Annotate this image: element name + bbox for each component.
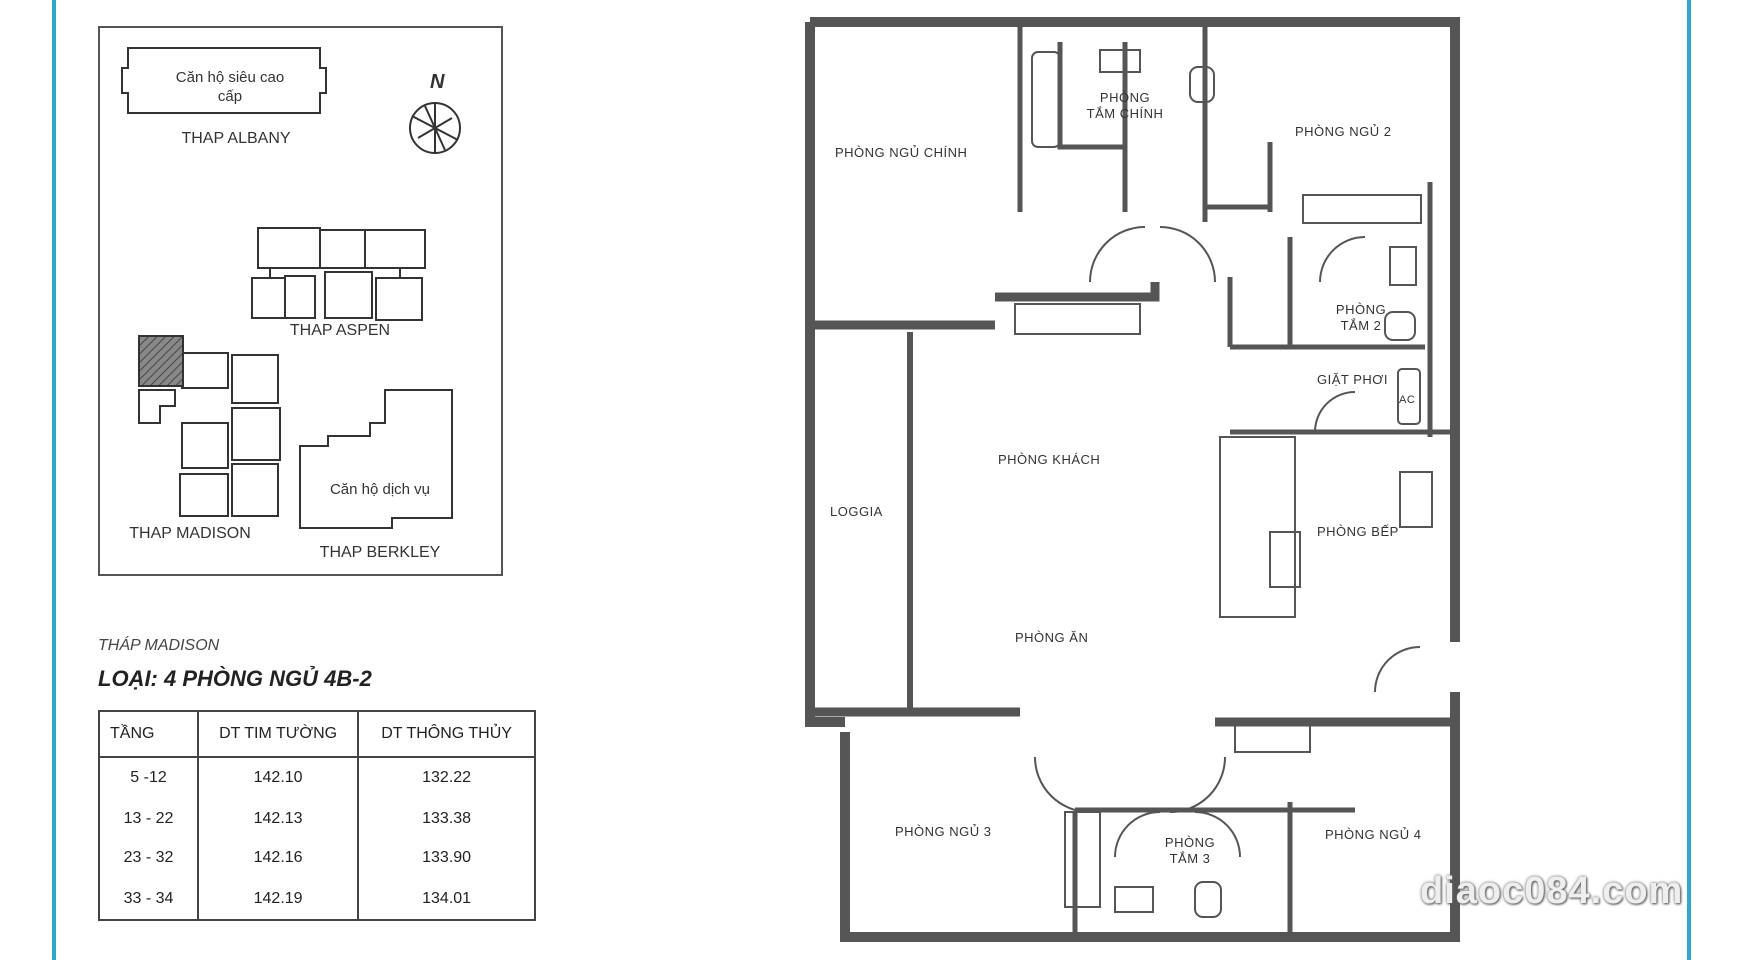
room-ac: AC: [1399, 394, 1416, 406]
room-living: PHÒNG KHÁCH: [998, 452, 1101, 467]
building-name: THÁP MADISON: [98, 637, 220, 654]
floor-plan: PHÒNG NGỦ CHÍNH PHÒNG TẮM CHÍNH PHÒNG NG…: [795, 12, 1475, 947]
frame-border-right: [1687, 0, 1691, 960]
cell-net: 133.38: [422, 809, 472, 827]
berkley-outline: [299, 389, 453, 529]
room-bedroom-4: PHÒNG NGỦ 4: [1325, 827, 1422, 842]
wardrobe: [1302, 194, 1422, 224]
albany-description: Căn hộ siêu cao cấp: [175, 69, 285, 105]
key-plan-drawing: [121, 47, 461, 529]
header-gross-area: DT TIM TƯỜNG: [198, 711, 360, 758]
cell-gross: 142.10: [198, 757, 360, 799]
room-kitchen: PHÒNG BẾP: [1317, 524, 1399, 539]
sink: [1389, 246, 1417, 286]
room-laundry: GIẶT PHƠI: [1317, 372, 1389, 387]
berkley-description: Căn hộ dịch vụ: [329, 481, 431, 498]
cell-gross: 142.19: [198, 878, 360, 920]
room-master-bath: PHÒNG TẮM CHÍNH: [1086, 90, 1164, 121]
table-row: 13 - 22 142.13 133.38: [99, 798, 535, 839]
room-bedroom-3: PHÒNG NGỦ 3: [895, 824, 992, 839]
room-loggia: LOGGIA: [830, 504, 883, 519]
room-bath-3: PHÒNG TẮM 3: [1164, 835, 1216, 866]
toilet: [1194, 881, 1222, 918]
unit-location-marker: [138, 335, 184, 387]
table-row: 5 -12 142.10 132.22: [99, 757, 535, 799]
sink: [1099, 49, 1141, 73]
madison-outline: [179, 352, 281, 517]
header-floor: TẦNG: [99, 711, 199, 758]
floor-plan-drawing: [805, 17, 1460, 942]
cell-gross: 142.13: [198, 798, 360, 839]
key-plan: Căn hộ siêu cao cấp THAP ALBANY N THAP A…: [98, 26, 503, 576]
room-master-bedroom: PHÒNG NGỦ CHÍNH: [835, 145, 968, 160]
interior-wall: [810, 707, 1455, 727]
table-row: 23 - 32 142.16 133.90: [99, 838, 535, 879]
header-net-area: DT THÔNG THỦY: [358, 711, 535, 758]
madison-label: THAP MADISON: [129, 525, 251, 542]
cooktop: [1399, 471, 1433, 528]
wardrobe: [1064, 811, 1101, 908]
kitchen-island: [1219, 436, 1296, 618]
door-arc: [1034, 226, 1421, 858]
room-bath-2: PHÒNG TẮM 2: [1335, 302, 1387, 333]
albany-outline: [121, 47, 327, 114]
ac-unit: [1397, 368, 1421, 425]
albany-label: THAP ALBANY: [181, 130, 291, 147]
wardrobe: [1014, 303, 1141, 335]
cell-net: 133.90: [422, 849, 472, 867]
interior-wall: [1227, 182, 1455, 437]
toilet: [1384, 311, 1416, 341]
cell-net: 132.22: [422, 769, 472, 787]
watermark: diaoc084.com: [1420, 870, 1684, 912]
cell-gross: 142.16: [198, 838, 360, 879]
exterior-wall: [805, 17, 1460, 942]
compass-label: N: [430, 71, 445, 93]
table-header-row: TẦNG DT TIM TƯỜNG DT THÔNG THỦY: [99, 711, 535, 758]
cell-floor: 23 - 32: [99, 838, 199, 879]
sink: [1114, 886, 1154, 913]
cell-net: 134.01: [422, 889, 472, 907]
frame-border-left: [52, 0, 56, 960]
aspen-label: THAP ASPEN: [289, 322, 391, 339]
wardrobe: [1234, 721, 1311, 753]
kitchen-sink: [1269, 531, 1301, 588]
unit-type-title: LOẠI: 4 PHÒNG NGỦ 4B-2: [98, 666, 372, 691]
table-row: 33 - 34 142.19 134.01: [99, 878, 535, 920]
toilet: [1189, 66, 1215, 103]
cell-floor: 33 - 34: [99, 878, 199, 920]
berkley-label: THAP BERKLEY: [319, 544, 441, 561]
room-bedroom-2: PHÒNG NGỦ 2: [1295, 124, 1392, 139]
cell-floor: 5 -12: [99, 757, 199, 799]
interior-wall: [1017, 22, 1273, 222]
cell-floor: 13 - 22: [99, 798, 199, 839]
interior-wall: [810, 282, 1160, 330]
area-table: TẦNG DT TIM TƯỜNG DT THÔNG THỦY 5 -12 14…: [98, 710, 536, 921]
interior-wall: [1072, 802, 1355, 932]
room-dining: PHÒNG ĂN: [1015, 630, 1089, 645]
bathtub: [1031, 51, 1061, 148]
